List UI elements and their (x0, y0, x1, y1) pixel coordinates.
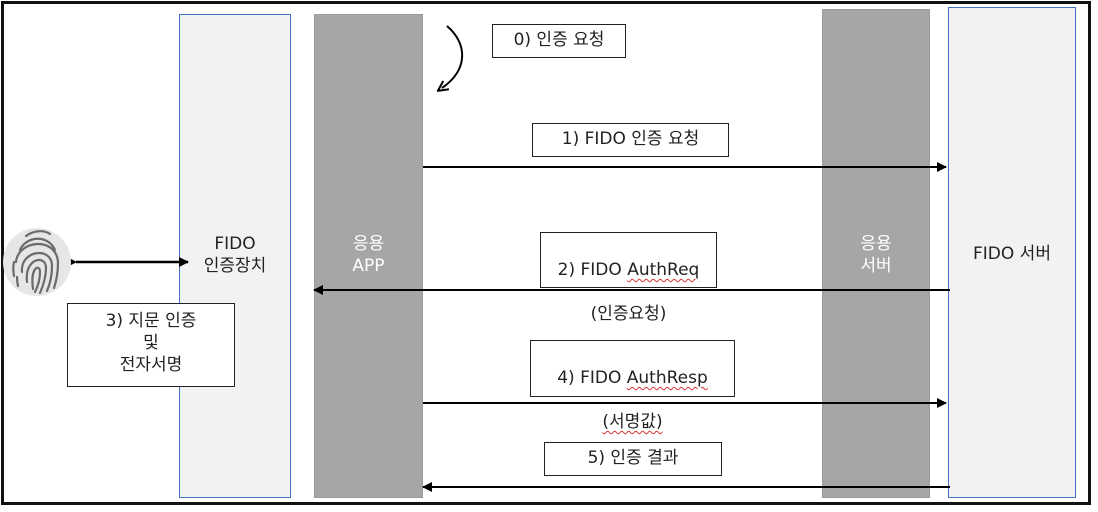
lane-label-fido-server: FIDO 서버 (973, 244, 1051, 264)
step-4-subtitle: (서명값) (602, 412, 663, 432)
step-4-authresp: AuthResp (626, 368, 708, 388)
lane-label-auth-device: FIDO 인증장치 (203, 234, 267, 276)
lane-fido-server: FIDO 서버 (948, 7, 1076, 498)
step-3-label: 3) 지문 인증 및 전자서명 (67, 303, 235, 387)
lane-label-app-server: 응용 서버 (860, 234, 892, 276)
fingerprint-icon (3, 228, 71, 296)
lane-fido-auth-device: FIDO 인증장치 (179, 14, 291, 498)
step-0-curve-arrow (442, 25, 464, 88)
step-1-label: 1) FIDO 인증 요청 (532, 123, 729, 157)
step-2-subtitle: (인증요청) (590, 304, 667, 324)
lane-app: 응용 APP (314, 14, 423, 498)
step-4-prefix: 4) FIDO (557, 368, 627, 388)
lane-app-server: 응용 서버 (822, 9, 930, 498)
step-2-authreq: AuthReq (627, 260, 700, 280)
step-5-label: 5) 인증 결과 (544, 442, 722, 476)
step-2-prefix: 2) FIDO (557, 260, 628, 280)
step-0-label: 0) 인증 요청 (492, 24, 626, 58)
step-4-label: 4) FIDO AuthResp (서명값) (530, 340, 735, 432)
step-2-label: 2) FIDO AuthReq (인증요청) (540, 232, 717, 324)
lane-label-app: 응용 APP (352, 234, 385, 276)
